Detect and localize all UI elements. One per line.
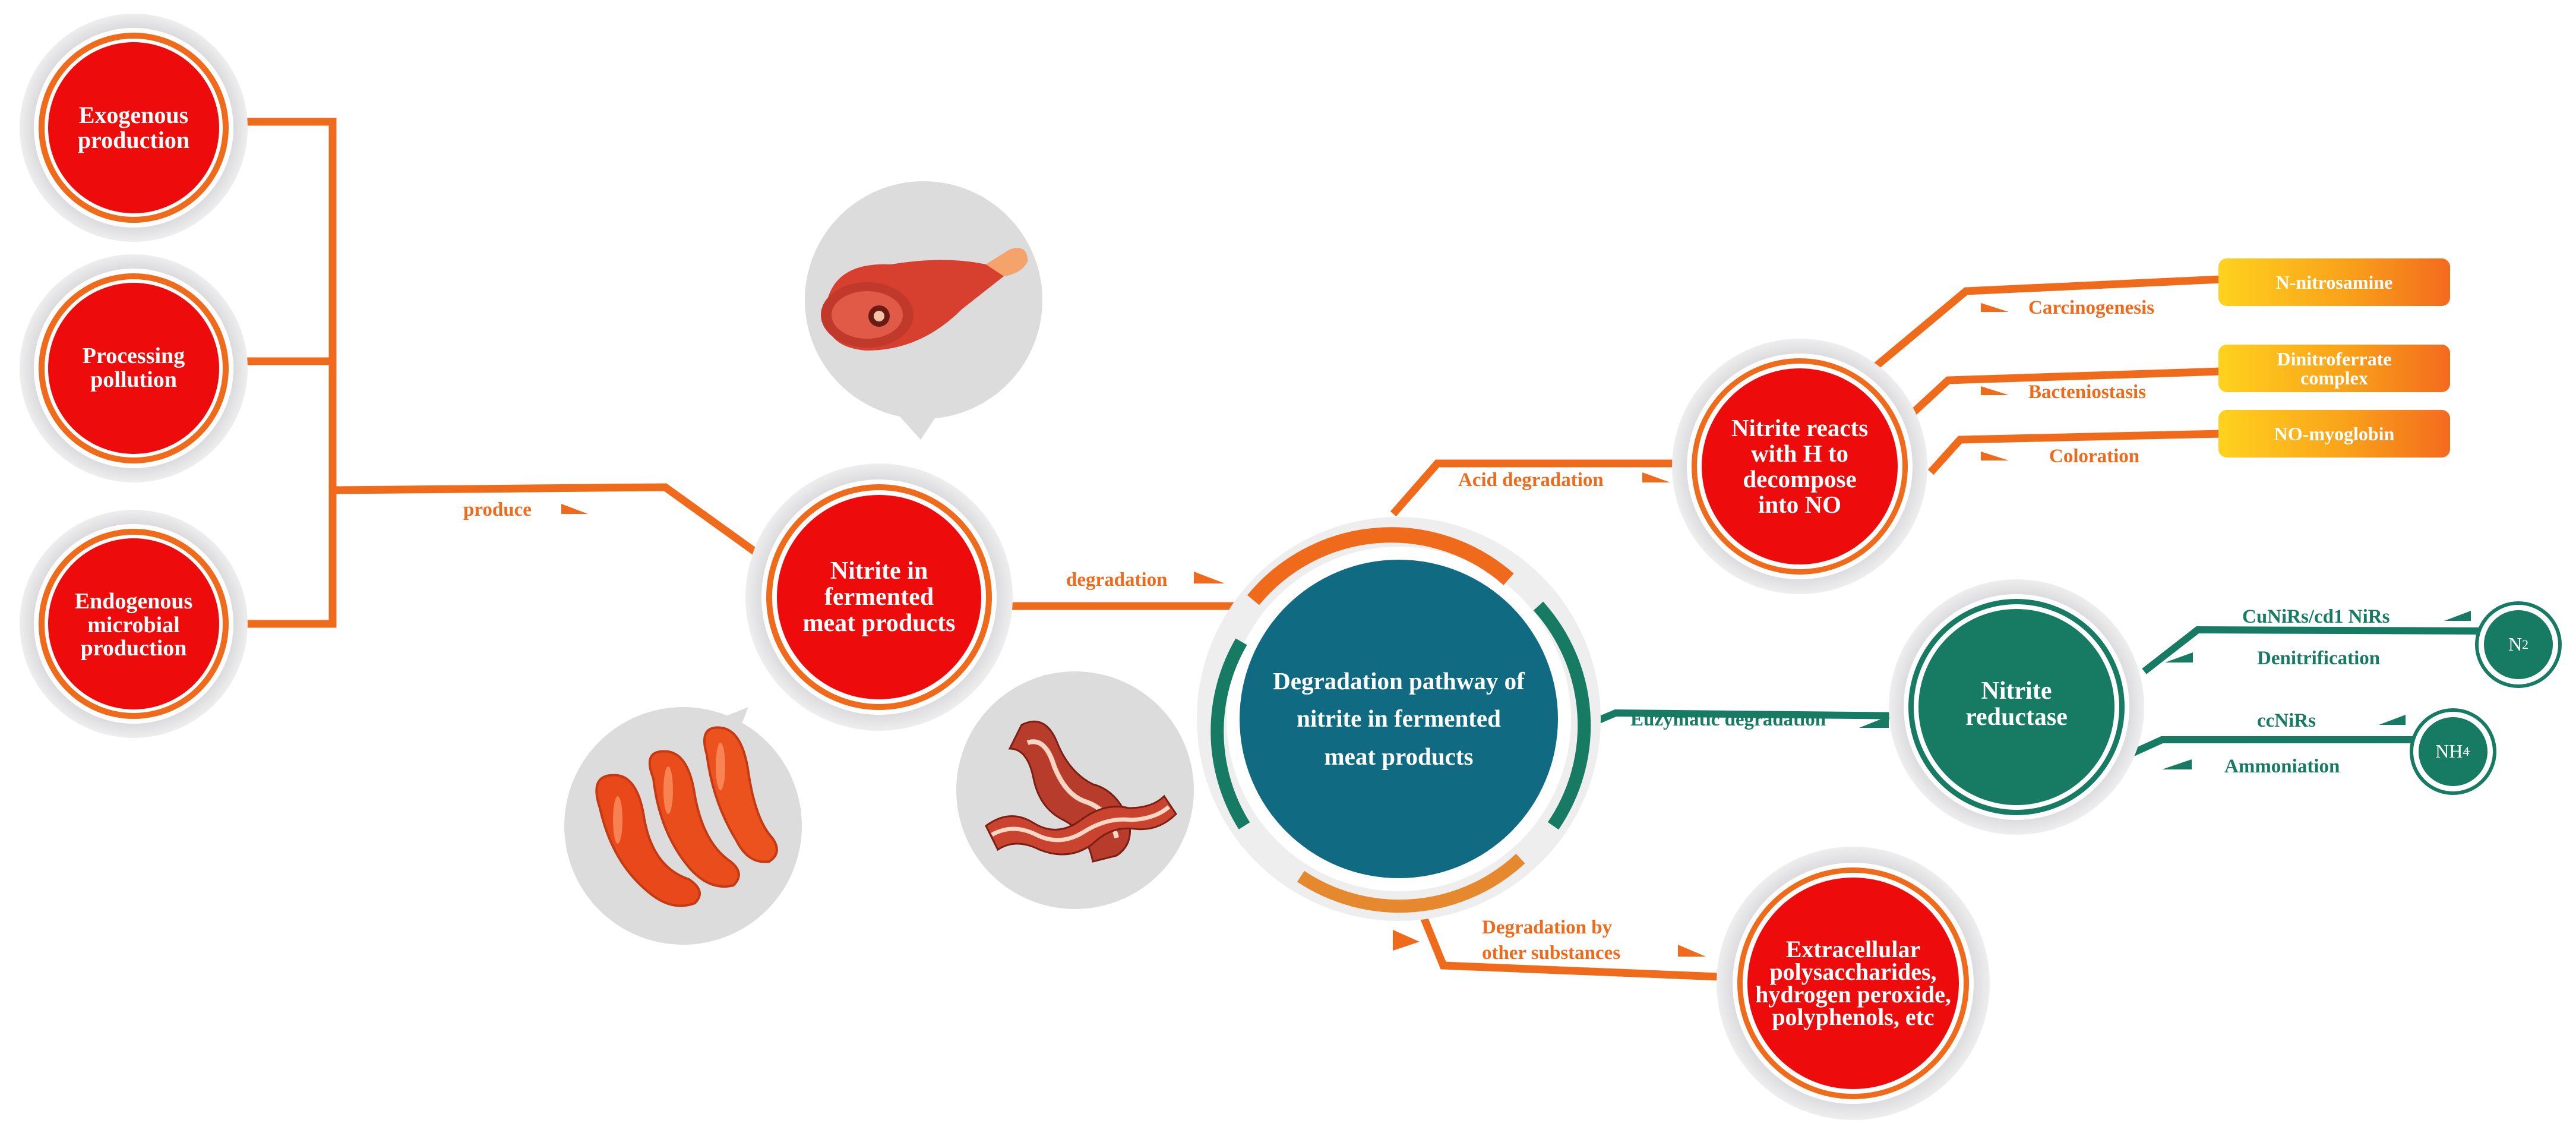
- bubble-bacon: [956, 671, 1194, 909]
- circle-acid: [1672, 339, 1927, 594]
- n2-symbol: N: [2508, 633, 2523, 655]
- n2-subscript: 2: [2522, 637, 2529, 652]
- ham-icon: [821, 248, 1028, 351]
- flag-ccnirs: [2379, 715, 2406, 725]
- circle-reductase: [1889, 579, 2144, 835]
- nitrite-node-label: Nitrite in fermented meat products: [802, 557, 956, 638]
- circle-exogenous: [20, 14, 248, 242]
- nh4-superscript: +: [2463, 744, 2471, 759]
- circle-center: [1197, 517, 1601, 921]
- edge-ammoniation-label: Ammoniation: [2224, 756, 2340, 777]
- flag-bacteriostasis: [1981, 386, 2009, 395]
- connector-acid: [1390, 459, 1709, 517]
- center-node-label: Degradation pathway of nitrite in fermen…: [1273, 667, 1525, 770]
- connector-endogenous: [230, 486, 337, 628]
- connector-coloration: [1927, 430, 2226, 475]
- edge-acid-label: Acid degradation: [1458, 469, 1604, 491]
- source-endogenous-label: Endogenous microbial production: [74, 588, 193, 661]
- edge-denitrification-label: Denitrification: [2257, 648, 2381, 669]
- product-dinitroferrate: Dinitroferrate complex: [2218, 345, 2450, 392]
- flag-enzymatic: [1859, 716, 1889, 728]
- flag-cunirs: [2444, 611, 2471, 621]
- bacon-icon: [985, 720, 1177, 863]
- flag-produce: [561, 504, 588, 514]
- edge-cunirs-label: CuNiRs/cd1 NiRs: [2242, 606, 2390, 627]
- flag-ammoniation: [2162, 759, 2192, 769]
- connector-exogenous: [230, 118, 337, 494]
- nh4-subscript: 4: [2463, 744, 2470, 759]
- flag-acid: [1642, 472, 1670, 482]
- circle-nh4: [2410, 708, 2496, 795]
- edge-other-label: Degradation by other substances: [1482, 917, 1621, 964]
- flag-markers: [561, 303, 2471, 957]
- product-nitrosamine: N-nitrosamine: [2218, 258, 2450, 306]
- edge-carcinogenesis-label: Carcinogenesis: [2028, 297, 2155, 318]
- connector-produce: [328, 483, 766, 561]
- flag-degradation: [1194, 572, 1225, 583]
- acid-node-label: Nitrite reacts with H to decompose into …: [1731, 414, 1869, 519]
- bubble-ham: [805, 181, 1042, 440]
- edge-enzymatic-label: Euzymatic degradation: [1630, 709, 1826, 730]
- flag-other-back: [1393, 930, 1420, 951]
- flag-coloration: [1981, 452, 2009, 460]
- nh4-symbol: NH: [2435, 740, 2463, 762]
- circle-endogenous: [20, 510, 248, 738]
- source-exogenous-label: Exogenous production: [77, 102, 190, 153]
- connector-nh4: [2128, 736, 2420, 758]
- sausage-highlights: [613, 743, 725, 844]
- connector-n2: [2142, 626, 2480, 674]
- circle-nitrite: [745, 463, 1013, 731]
- edge-bacteriostasis-label: Bacteniostasis: [2028, 381, 2146, 403]
- edge-ccnirs-label: ccNiRs: [2257, 710, 2316, 731]
- connector-carcinogenesis: [1871, 275, 2226, 371]
- orange-connectors: [230, 118, 2226, 982]
- circle-n2: [2475, 601, 2562, 688]
- reductase-node-label: Nitrite reductase: [1965, 677, 2068, 731]
- flag-carcinogenesis: [1981, 303, 2009, 312]
- circle-processing: [20, 254, 248, 482]
- edge-coloration-label: Coloration: [2049, 446, 2140, 467]
- edge-produce-label: produce: [463, 499, 532, 520]
- circle-other: [1717, 847, 1990, 1120]
- product-myoglobin: NO-myoglobin: [2218, 410, 2450, 458]
- source-processing-label: Processing pollution: [82, 343, 185, 392]
- flag-denitrification: [2165, 652, 2193, 662]
- connector-bacteriostasis: [1904, 367, 2226, 422]
- edge-degradation-label: degradation: [1066, 569, 1168, 591]
- flag-other: [1678, 945, 1706, 957]
- other-node-label: Extracellular polysaccharides, hydrogen …: [1755, 936, 1951, 1030]
- bubble-sausages: [564, 707, 802, 945]
